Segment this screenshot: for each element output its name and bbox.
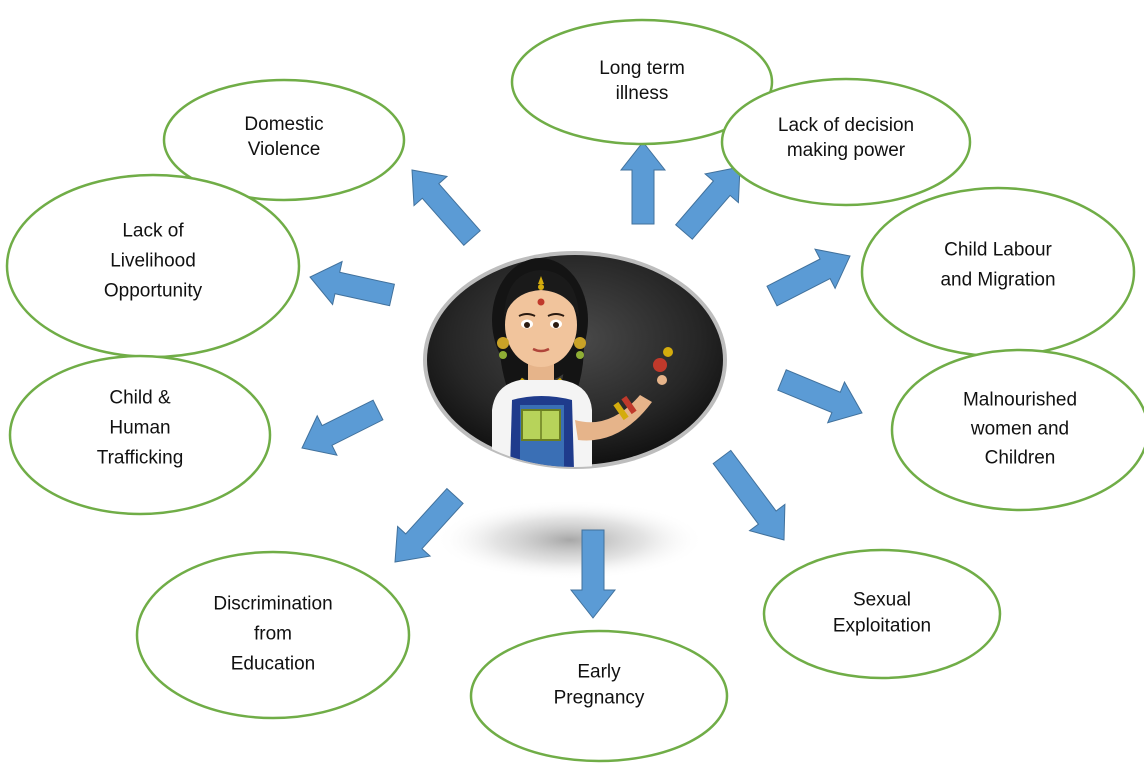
arrow-to-long-term-illness-icon [619,141,667,225]
bubble-label-line: Discrimination [213,594,332,615]
bubble-label-line: Lack of decision [778,115,914,136]
bubble-label-line: from [254,624,292,645]
bubble-shape [469,629,729,763]
bubble-label-line: Trafficking [97,448,184,469]
arrow-to-livelihood-opportunity-icon [309,260,395,307]
bubble-label-line: Opportunity [104,281,203,302]
arrow-to-sexual-exploitation-icon [712,449,786,541]
bubble-label-line: Sexual [853,590,911,611]
bubble-label-line: Early [577,662,621,683]
bubble-label-line: Children [985,448,1056,469]
bubble-shape [8,354,272,516]
bubble-label-line: and Migration [940,270,1055,291]
bubble-label-line: Child & [109,388,171,409]
bubble-label-line: Pregnancy [554,688,645,709]
bubble-shape [720,77,972,207]
bubble-label-line: Domestic [244,114,323,135]
bubble-label-line: Human [109,418,170,439]
bubble-shape [510,18,774,146]
center-shadow [435,500,705,580]
bubble-shape [135,550,411,720]
arrow-to-child-human-trafficking-icon [301,399,384,456]
bubble-label-line: Livelihood [110,251,196,272]
arrow-to-malnourished-icon [777,369,863,424]
bubble-label-line: Child Labour [944,240,1052,261]
girl-illustration-icon [492,258,673,467]
arrow-to-domestic-violence-icon [411,169,481,247]
bubble-label-line: Long term [599,58,685,79]
bubble-shape [890,348,1144,512]
bubble-label-line: Lack of [122,221,184,242]
arrow-to-decision-making-power-icon [674,166,741,240]
arrow-group [301,141,863,619]
bubble-label-line: making power [787,140,906,161]
bubble-label-line: women and [970,419,1069,440]
bubble-label-line: Violence [248,139,321,160]
bubble-label-line: Education [231,654,316,675]
bubble-label-line: Exploitation [833,616,931,637]
bubble-shape [162,78,406,202]
arrow-to-discrimination-education-icon [394,487,464,563]
bubble-label-line: Malnourished [963,390,1077,411]
bubble-lack-of-decision-making-power: Lack of decision making power [720,77,972,207]
bubble-child-labour-and-migration: Child Labour and Migration [860,186,1136,358]
bubble-label-line: illness [616,83,669,104]
arrow-to-early-pregnancy-icon [569,529,617,619]
bubble-shape [762,548,1002,680]
arrow-to-child-labour-migration-icon [766,248,851,307]
bubble-long-term-illness: Long term illness [510,18,774,146]
